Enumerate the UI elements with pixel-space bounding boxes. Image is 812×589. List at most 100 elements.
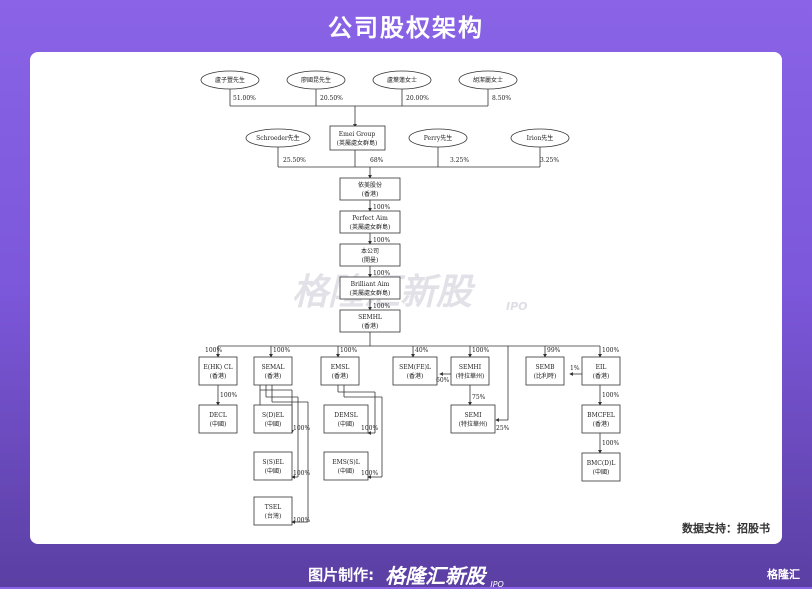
svg-text:SEMHL: SEMHL	[358, 314, 382, 321]
svg-text:EIL: EIL	[596, 364, 607, 371]
svg-text:100%: 100%	[373, 237, 390, 244]
svg-text:40%: 40%	[415, 347, 429, 354]
svg-text:本公司: 本公司	[361, 247, 379, 255]
svg-text:TSEL: TSEL	[265, 504, 281, 511]
svg-text:依美股份: 依美股份	[358, 181, 382, 189]
chart-card: 格隆汇新股 IPO	[30, 52, 782, 544]
svg-text:100%: 100%	[373, 204, 390, 211]
box-tsel: TSEL (台灣)	[253, 496, 293, 526]
svg-text:SEMB: SEMB	[535, 364, 555, 371]
svg-text:SEMHI: SEMHI	[459, 364, 482, 371]
svg-text:60%: 60%	[436, 377, 450, 384]
box-eihk: E(HK) CL (香港)	[198, 356, 238, 386]
svg-text:SEM(FE)L: SEM(FE)L	[399, 364, 431, 371]
svg-text:(特拉華州): (特拉華州)	[459, 420, 488, 428]
footer-brand: 格隆汇新股	[385, 564, 486, 588]
svg-text:DEMSL: DEMSL	[334, 412, 357, 419]
svg-text:(台灣): (台灣)	[265, 512, 282, 520]
svg-text:(香港): (香港)	[362, 322, 379, 330]
svg-text:(英屬處女群島): (英屬處女群島)	[350, 289, 391, 297]
svg-text:(比利時): (比利時)	[534, 372, 557, 380]
svg-text:(英屬處女群島): (英屬處女群島)	[337, 139, 378, 147]
page-title: 公司股权架构	[328, 14, 484, 42]
svg-text:100%: 100%	[361, 425, 378, 432]
svg-text:100%: 100%	[602, 392, 619, 399]
box-semhi: SEMHI (特拉華州)	[450, 356, 490, 386]
svg-text:Emei Group: Emei Group	[339, 131, 376, 138]
svg-text:(香港): (香港)	[407, 372, 424, 380]
footer-ipo: IPO	[490, 580, 504, 589]
svg-text:100%: 100%	[220, 392, 237, 399]
svg-text:100%: 100%	[361, 470, 378, 477]
svg-text:(中國): (中國)	[265, 467, 282, 475]
chain-box-4: Brilliant Aim (英屬處女群島) 100%	[339, 276, 401, 310]
chain-box-2: Perfect Aim (英屬處女群島) 100%	[339, 210, 401, 244]
svg-text:100%: 100%	[293, 517, 310, 524]
svg-text:8.50%: 8.50%	[492, 95, 511, 102]
svg-text:99%: 99%	[547, 347, 561, 354]
svg-text:盧子豐先生: 盧子豐先生	[215, 76, 245, 84]
svg-text:(中國): (中國)	[338, 467, 355, 475]
ownership-diagram: 格隆汇新股 IPO	[198, 70, 621, 526]
box-bmcdl: BMC(D)L (中國)	[581, 452, 621, 482]
box-semi: SEMI (特拉華州)	[450, 404, 496, 434]
svg-text:(香港): (香港)	[265, 372, 282, 380]
chain-box-3: 本公司 (開曼) 100%	[339, 243, 401, 277]
box-eil: EIL (香港)	[581, 356, 621, 386]
svg-text:100%: 100%	[293, 470, 310, 477]
svg-text:100%: 100%	[602, 440, 619, 447]
svg-text:(香港): (香港)	[332, 372, 349, 380]
svg-text:25%: 25%	[496, 425, 510, 432]
svg-text:100%: 100%	[373, 303, 390, 310]
svg-text:100%: 100%	[205, 347, 222, 354]
footer-label: 图片制作:	[308, 566, 375, 584]
svg-text:(中國): (中國)	[210, 420, 227, 428]
box-emsl: EMSL (香港)	[320, 356, 360, 386]
corner-logo: 格隆汇	[767, 568, 800, 581]
svg-text:51.00%: 51.00%	[233, 95, 256, 102]
svg-text:S(D)EL: S(D)EL	[262, 412, 284, 419]
data-source-note: 数据支持：招股书	[682, 522, 770, 535]
svg-text:EMS(S)L: EMS(S)L	[332, 459, 359, 466]
box-bmcfel: BMCFEL (香港)	[581, 404, 621, 434]
svg-text:100%: 100%	[602, 347, 619, 354]
svg-text:胡潔麗女士: 胡潔麗女士	[473, 76, 503, 84]
svg-text:Irion先生: Irion先生	[527, 134, 554, 142]
box-semfe: SEM(FE)L (香港)	[392, 356, 438, 386]
watermark-ipo: IPO	[506, 300, 528, 313]
svg-text:(香港): (香港)	[593, 420, 610, 428]
shareholder-irion: Irion先生 3.25%	[510, 128, 570, 164]
svg-text:100%: 100%	[340, 347, 357, 354]
chain-box-semhl: SEMHL (香港)	[339, 309, 401, 333]
svg-text:3.25%: 3.25%	[450, 157, 469, 164]
svg-text:BMC(D)L: BMC(D)L	[587, 460, 616, 467]
svg-text:盧葉蓮女士: 盧葉蓮女士	[387, 76, 417, 84]
svg-text:廖國昆先生: 廖國昆先生	[301, 76, 331, 84]
shareholder-top-1: 盧子豐先生 51.00%	[200, 70, 260, 102]
svg-text:100%: 100%	[373, 270, 390, 277]
shareholder-schroeder: Schroeder先生 25.50%	[245, 128, 311, 164]
box-ssel: S(S)EL (中國)	[253, 451, 293, 481]
svg-text:BMCFEL: BMCFEL	[587, 412, 615, 419]
chain-box-1: 依美股份 (香港) 100%	[339, 177, 401, 211]
svg-text:(中國): (中國)	[338, 420, 355, 428]
svg-text:SEMAL: SEMAL	[262, 364, 285, 371]
box-decl: DECL (中國)	[198, 404, 238, 434]
svg-text:Perfect Aim: Perfect Aim	[352, 215, 388, 222]
svg-text:20.50%: 20.50%	[320, 95, 343, 102]
svg-text:3.25%: 3.25%	[540, 157, 559, 164]
svg-text:(中國): (中國)	[593, 468, 610, 476]
svg-text:(中國): (中國)	[265, 420, 282, 428]
footer: 图片制作: 格隆汇新股 IPO	[0, 560, 812, 589]
svg-text:25.50%: 25.50%	[283, 157, 306, 164]
emei-group-box: Emei Group (英屬處女群島) 68%	[329, 125, 386, 164]
svg-text:Schroeder先生: Schroeder先生	[256, 134, 300, 142]
svg-text:100%: 100%	[293, 425, 310, 432]
box-semb: SEMB (比利時)	[525, 356, 565, 386]
svg-text:(特拉華州): (特拉華州)	[456, 372, 485, 380]
svg-text:75%: 75%	[472, 394, 486, 401]
shareholder-perry: Perry先生 3.25%	[408, 128, 469, 164]
svg-text:E(HK) CL: E(HK) CL	[203, 364, 232, 371]
svg-text:(香港): (香港)	[593, 372, 610, 380]
svg-text:DECL: DECL	[209, 412, 227, 419]
